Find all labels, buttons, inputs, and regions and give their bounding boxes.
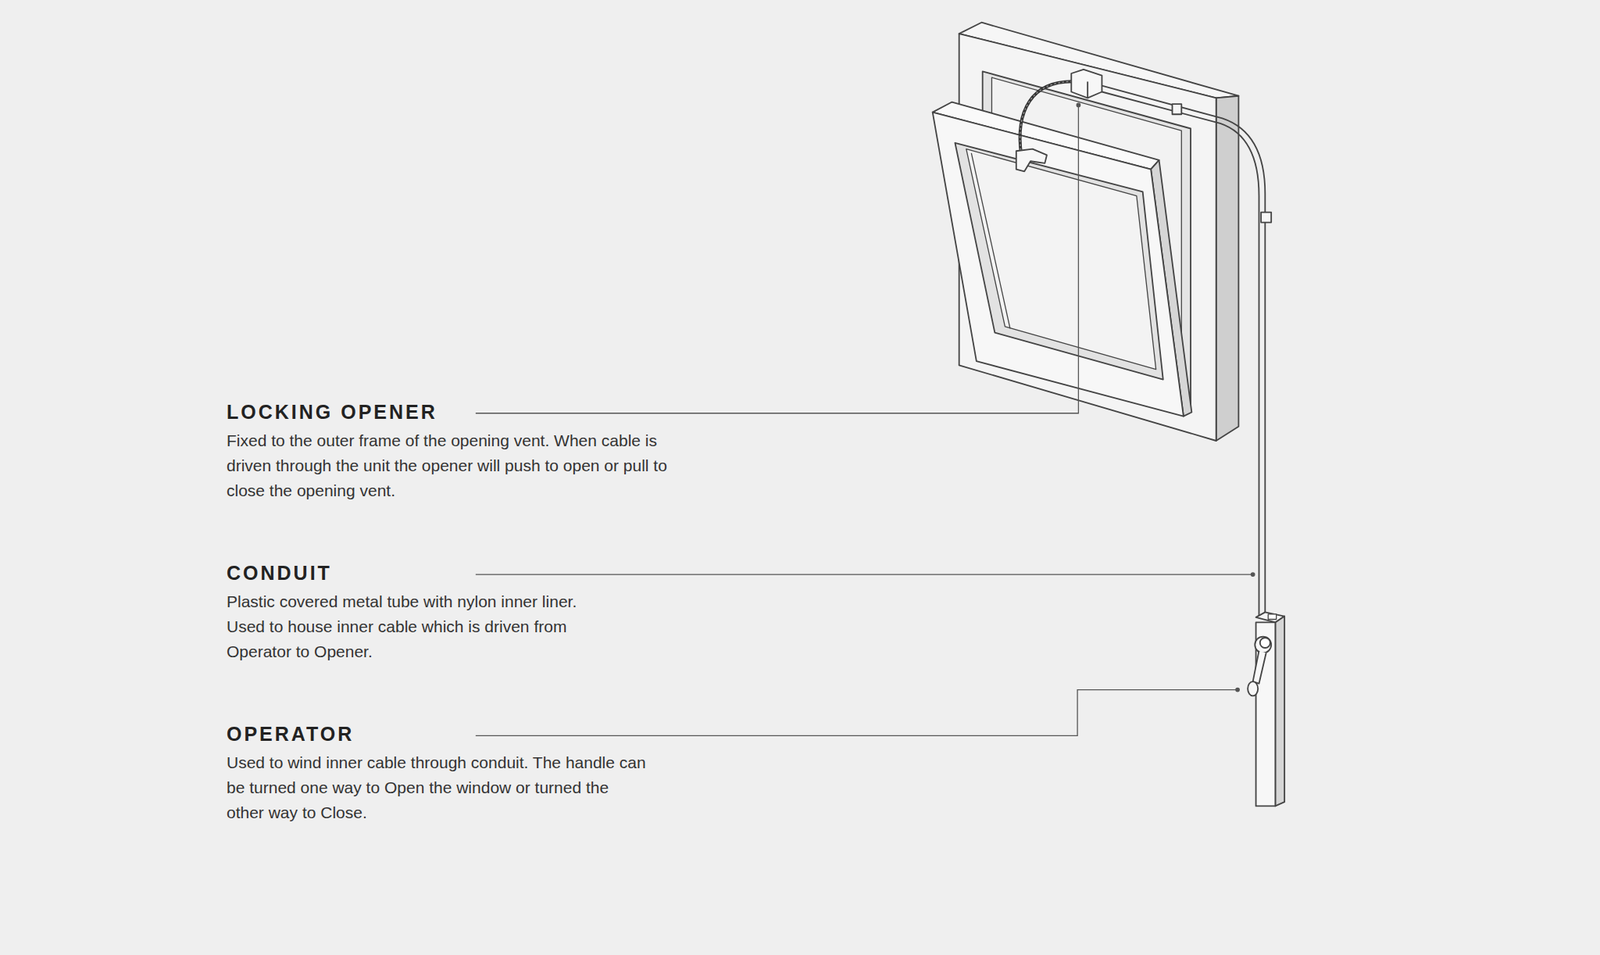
operator-cap [1267,614,1276,620]
opener-edge [1086,81,1089,98]
opener-bracket [1016,149,1047,172]
opener-arm [1020,81,1077,155]
operator-hub [1254,636,1272,654]
conduit-inner [1101,92,1259,617]
glass-bead [971,153,1011,329]
part-name: OPERATOR [226,722,354,746]
sash-front [932,112,1184,417]
operator-crank [1253,650,1267,684]
opener-chain [1020,81,1077,155]
leader-line [475,104,1079,413]
sash-glass [966,149,1157,370]
frame-side [1216,96,1240,441]
opener-box [1071,69,1102,99]
part-description: Plastic covered metal tube with nylon in… [226,589,606,665]
part-description: Used to wind inner cable through conduit… [226,750,649,825]
part-name: LOCKING OPENER [226,400,438,424]
operator-side [1275,616,1285,807]
operator-knob [1247,681,1258,696]
leader-line [475,689,1238,736]
sash-inner [954,142,1163,380]
part-name: CONDUIT [226,561,333,585]
operator-hub [1260,637,1271,648]
conduit-clip [1172,103,1183,115]
leader-dot [1250,571,1256,577]
conduit-outer [1101,85,1265,617]
leader-dot [1235,687,1240,693]
leader-line [475,573,1254,575]
leader-dot [1076,103,1082,108]
conduit-clip [1260,212,1272,223]
part-description: Fixed to the outer frame of the opening … [226,428,676,504]
